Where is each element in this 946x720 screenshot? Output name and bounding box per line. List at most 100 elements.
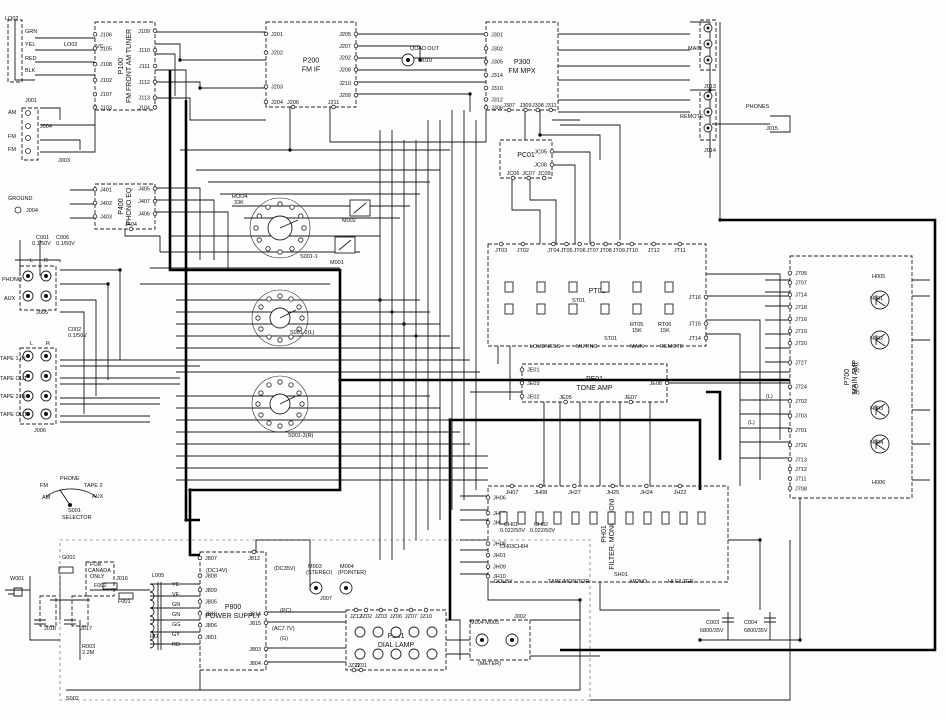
pin-label: JZ03 [375, 614, 387, 620]
pin-marker [485, 495, 491, 500]
pin-label: JT02 [517, 248, 529, 254]
wire-165 [700, 498, 801, 641]
label: (L) [748, 420, 755, 426]
lamp-lower [408, 648, 420, 660]
pin-label: JH25 [606, 490, 619, 496]
pin-label: J806 [205, 623, 217, 629]
selector-knob-diagram [45, 488, 97, 507]
block-name: PT01 [589, 288, 606, 295]
jack-center [26, 394, 30, 398]
pin-marker [677, 483, 683, 489]
pin-label: JC08 [534, 163, 547, 169]
switch-contact [277, 423, 283, 429]
label: J004 [26, 208, 38, 214]
label: TAPE 1 IN [0, 356, 26, 362]
label: TAPE OUT [0, 376, 28, 382]
pin-label: J113 [138, 96, 150, 102]
switch-contact [288, 296, 294, 302]
label: CANADA [88, 568, 111, 574]
pin-marker [519, 380, 525, 386]
label: J018 [44, 626, 56, 632]
label: S001-1 [300, 254, 318, 260]
label: 15K [632, 328, 642, 334]
pin-marker [590, 241, 595, 247]
pin-label: JH22 [674, 490, 687, 496]
wire-48 [60, 269, 121, 360]
switch-contact [289, 246, 295, 252]
speaker-terminal [703, 107, 713, 117]
wire-8 [40, 108, 96, 153]
pin-label: J202 [271, 51, 283, 57]
pin-label: J109 [138, 29, 150, 35]
lamp-lower [390, 648, 402, 660]
pin-marker [197, 634, 203, 640]
label: LOUDNESS [530, 344, 561, 350]
pin-marker [564, 241, 569, 247]
label: LO02 [64, 42, 77, 48]
label: (METER) [478, 661, 501, 667]
switch-contact-ph01 [607, 511, 616, 525]
block-name: P200 [303, 58, 319, 65]
pin-label: J407 [138, 199, 150, 205]
block-type: FILTER, MONO, MONI [609, 498, 616, 569]
terminal-center [706, 110, 710, 114]
label: L005 [152, 573, 164, 579]
label: M004 M005 [470, 620, 499, 626]
label: YE [172, 582, 180, 588]
pin-label: JZ01 [355, 663, 367, 669]
label: HI FILTER [668, 579, 694, 585]
pin-label: J716 [795, 317, 807, 323]
pin-marker [197, 611, 203, 616]
pin-marker [92, 187, 98, 192]
label: (L) [852, 384, 859, 390]
pin-label: JZ11 [348, 663, 360, 669]
pin-label: J104 [138, 105, 150, 111]
pin-marker [483, 97, 489, 102]
ground-terminal [14, 206, 22, 214]
selector-switch-3 [251, 375, 309, 433]
pin-marker [353, 55, 359, 60]
pin-label: J203 [271, 85, 283, 91]
pin-marker [787, 328, 793, 334]
lamp-lower [354, 648, 366, 660]
label: 15K [660, 328, 670, 334]
pin-label: J210 [339, 81, 351, 87]
pin-marker [787, 292, 793, 297]
pin-label: JH10 [493, 574, 506, 580]
switch-contact [288, 382, 294, 388]
label: (L) [852, 362, 859, 368]
pin-marker [603, 241, 608, 247]
pin-marker [664, 380, 670, 386]
label: GG [172, 622, 181, 628]
label: RED [25, 56, 37, 62]
label: J004 [40, 124, 52, 130]
switch-contact [277, 379, 283, 385]
label: 0.1/50V [32, 241, 51, 247]
pin-label: J401 [100, 187, 112, 193]
junction-dot [378, 298, 382, 302]
label: C006 [56, 235, 69, 241]
label: VE [172, 592, 180, 598]
pin-marker [787, 384, 793, 389]
label: J006 [34, 428, 46, 434]
label: LO02 [5, 16, 18, 22]
pin-marker [263, 620, 269, 625]
label: AM [8, 110, 17, 116]
label: J015 [766, 126, 778, 132]
pin-marker [331, 104, 336, 110]
block-type: POWER SUPPLY [205, 613, 261, 620]
block-label: PH01FILTER, MONO, MONI [601, 498, 616, 569]
pin-label: JT15 [689, 322, 701, 328]
bus-wire-3 [560, 218, 937, 652]
junction-dot [390, 310, 394, 314]
label: VC [96, 44, 104, 50]
transistor-body [870, 290, 890, 310]
switch-contact [299, 401, 305, 407]
pin-marker [263, 611, 269, 616]
j018-block [39, 595, 57, 627]
switch-contact [288, 420, 294, 426]
switch-contact [258, 390, 264, 396]
label: C002 [68, 327, 81, 333]
